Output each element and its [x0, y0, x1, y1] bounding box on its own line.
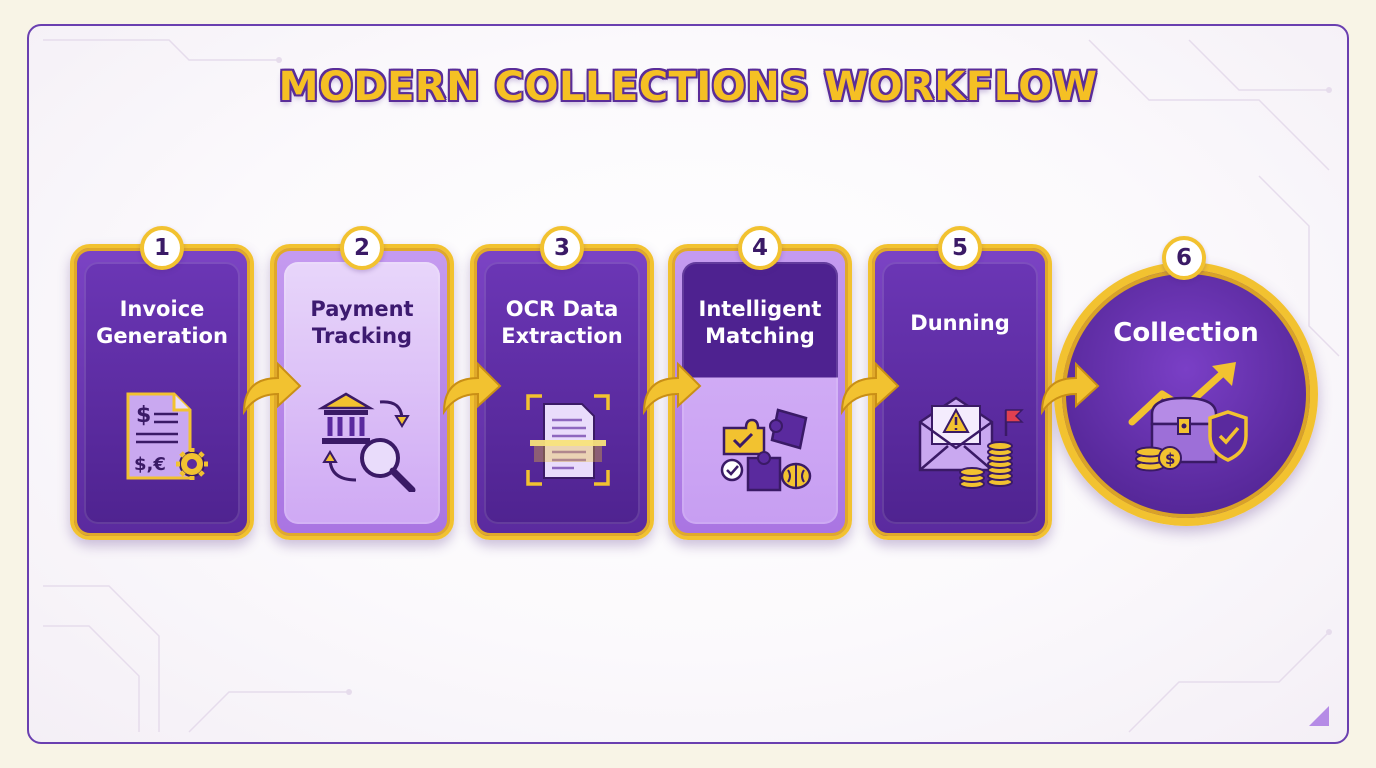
step-card-ocr-data-extraction: OCR Data Extraction	[470, 244, 654, 540]
step-label-line: Intelligent	[698, 297, 822, 321]
page-title: MODERN COLLECTIONS WORKFLOW	[278, 64, 1098, 110]
step-label-line: Invoice	[119, 297, 205, 321]
step-label: Collection	[1070, 320, 1302, 347]
step-circle-collection: Collection $	[1054, 262, 1318, 526]
envelope-warning-coins-icon	[918, 396, 1024, 489]
step-label: OCR Data Extraction	[482, 296, 642, 350]
curved-arrow-right-icon	[840, 361, 900, 416]
step-card-inner	[284, 262, 440, 524]
step-card-inner	[484, 262, 640, 524]
step-number-badge: 1	[140, 226, 184, 270]
curved-arrow-right-icon	[242, 361, 302, 416]
step-label-line: Extraction	[501, 324, 623, 348]
curved-arrow-right-icon	[642, 361, 702, 416]
treasure-chest-growth-icon: $	[1128, 362, 1248, 472]
bank-search-cycle-icon	[317, 392, 416, 492]
step-label: Dunning	[880, 310, 1040, 337]
step-label-line: Tracking	[311, 324, 413, 348]
step-label: Invoice Generation	[82, 296, 242, 350]
step-number-badge: 6	[1162, 236, 1206, 280]
step-label-line: Dunning	[910, 311, 1010, 335]
document-scan-icon	[526, 394, 610, 486]
curved-arrow-right-icon	[442, 361, 502, 416]
step-number-badge: 3	[540, 226, 584, 270]
curved-arrow-right-icon	[1040, 361, 1100, 416]
step-label-line: Collection	[1113, 318, 1259, 348]
step-number-badge: 5	[938, 226, 982, 270]
step-card-invoice-generation: Invoice Generation $ $,€	[70, 244, 254, 540]
step-number-badge: 4	[738, 226, 782, 270]
step-label-line: Matching	[705, 324, 815, 348]
step-number-badge: 2	[340, 226, 384, 270]
step-label-line: Payment	[310, 297, 414, 321]
puzzle-brain-icon	[720, 408, 812, 492]
circuit-decoration	[43, 39, 1340, 733]
step-label-line: OCR Data	[505, 297, 619, 321]
svg-text:$: $	[1165, 450, 1175, 468]
step-label: Intelligent Matching	[680, 296, 840, 350]
svg-text:$,€: $,€	[134, 454, 166, 475]
step-card-intelligent-matching: Intelligent Matching	[668, 244, 852, 540]
invoice-document-gear-icon: $ $,€	[126, 392, 208, 480]
svg-text:$: $	[136, 403, 151, 428]
step-label-line: Generation	[96, 324, 228, 348]
step-label: Payment Tracking	[282, 296, 442, 350]
